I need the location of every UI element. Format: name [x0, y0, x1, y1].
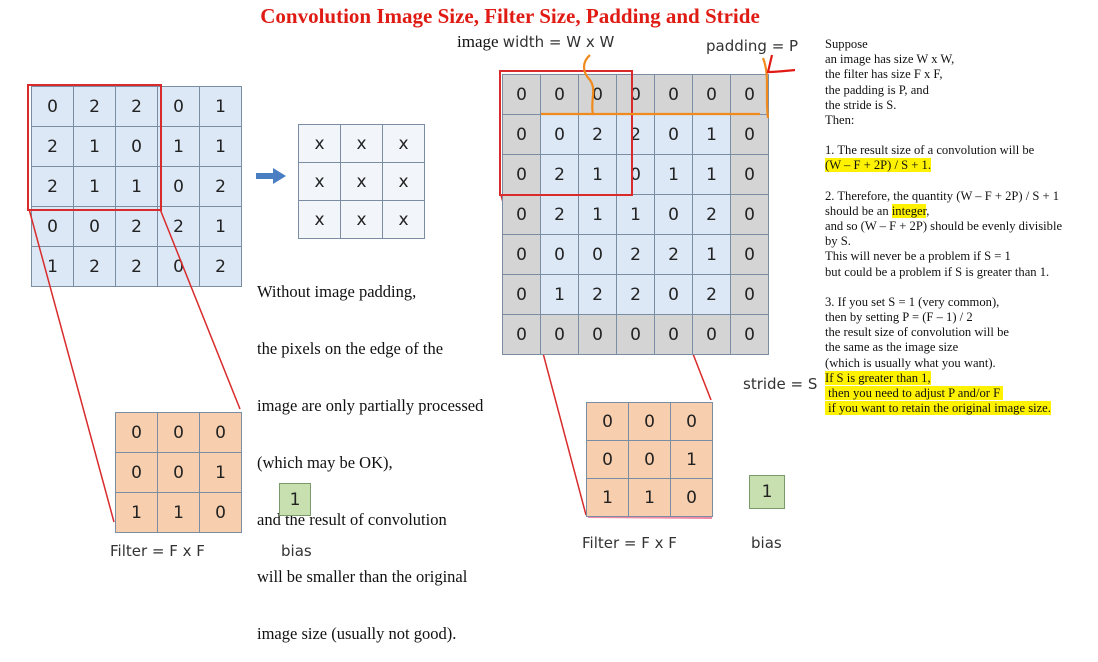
- left-filter-cell: 1: [157, 492, 200, 533]
- padded-image-cell: 0: [730, 154, 769, 195]
- left-filter-label: Filter = F x F: [110, 542, 205, 560]
- left-image-cell: 1: [31, 246, 74, 287]
- left-image-cell: 1: [73, 166, 116, 207]
- left-image-cell: 2: [115, 246, 158, 287]
- padded-image-cell: 2: [578, 274, 617, 315]
- left-image-cell: 1: [115, 166, 158, 207]
- padded-image-cell: 0: [654, 274, 693, 315]
- middle-filter-cell: 1: [628, 478, 671, 517]
- left-image-cell: 1: [199, 86, 242, 127]
- padded-image-cell: 1: [540, 274, 579, 315]
- middle-filter-cell: 0: [586, 402, 629, 441]
- left-image-cell: 0: [115, 126, 158, 167]
- output-cell: x: [340, 200, 383, 239]
- left-image-cell: 1: [157, 126, 200, 167]
- padded-image-cell: 0: [502, 314, 541, 355]
- padded-image-cell: 0: [502, 154, 541, 195]
- left-image-cell: 0: [31, 86, 74, 127]
- left-filter-cell: 0: [115, 452, 158, 493]
- orange-annotations: [541, 54, 796, 119]
- padded-image-cell: 0: [654, 314, 693, 355]
- left-image-cell: 0: [157, 166, 200, 207]
- padded-image-cell: 0: [730, 314, 769, 355]
- left-image-cell: 0: [73, 206, 116, 247]
- middle-filter-cell: 0: [628, 402, 671, 441]
- arrow-icon: [256, 168, 286, 189]
- left-bias-box: 1: [279, 483, 311, 516]
- padded-image-cell: 1: [692, 154, 731, 195]
- padded-image-cell: 0: [540, 234, 579, 275]
- padded-image-cell: 0: [502, 274, 541, 315]
- padded-image-cell: 0: [730, 74, 769, 115]
- left-filter-cell: 1: [115, 492, 158, 533]
- output-cell: x: [340, 124, 383, 163]
- middle-filter-label: Filter = F x F: [582, 534, 677, 552]
- padded-image-cell: 2: [616, 114, 655, 155]
- left-image-cell: 2: [199, 166, 242, 207]
- padded-image-cell: 1: [578, 194, 617, 235]
- padded-image-cell: 1: [654, 154, 693, 195]
- image-width-label: image width = W x W: [457, 32, 615, 51]
- left-filter-cell: 1: [199, 452, 242, 493]
- left-filter-window: [27, 84, 162, 211]
- padded-image-cell: 2: [692, 274, 731, 315]
- middle-filter-cell: 0: [670, 478, 713, 517]
- padded-image-cell: 0: [578, 314, 617, 355]
- middle-filter-cell: 1: [670, 440, 713, 479]
- left-filter-cell: 0: [199, 492, 242, 533]
- padded-image-cell: 0: [502, 74, 541, 115]
- output-cell: x: [298, 124, 341, 163]
- page-title: Convolution Image Size, Filter Size, Pad…: [260, 4, 760, 28]
- left-image-cell: 1: [73, 126, 116, 167]
- left-bias-label: bias: [281, 542, 312, 560]
- left-image-cell: 1: [199, 126, 242, 167]
- left-image-cell: 2: [199, 246, 242, 287]
- result-size-formula: (W – F + 2P) / S + 1.: [825, 158, 931, 173]
- padded-image-cell: 1: [692, 234, 731, 275]
- padded-image-cell: 2: [692, 194, 731, 235]
- explanation-text: Suppose an image has size W x W, the fil…: [825, 37, 1063, 416]
- padded-image-cell: 0: [578, 234, 617, 275]
- middle-filter-window: [499, 70, 633, 196]
- padded-image-cell: 2: [578, 114, 617, 155]
- middle-filter-cell: 0: [586, 440, 629, 479]
- left-image-cell: 2: [115, 86, 158, 127]
- middle-filter-cell: 0: [628, 440, 671, 479]
- padded-image-cell: 0: [730, 194, 769, 235]
- padded-image-cell: 0: [730, 274, 769, 315]
- padding-label: padding = P: [706, 37, 799, 55]
- padded-image-cell: 2: [654, 234, 693, 275]
- padded-image-cell: 0: [616, 74, 655, 115]
- padded-image-cell: 0: [730, 234, 769, 275]
- stride-label: stride = S: [743, 375, 818, 393]
- left-image-cell: 0: [157, 86, 200, 127]
- middle-filter-cell: 0: [670, 402, 713, 441]
- middle-filter-cell: 1: [586, 478, 629, 517]
- middle-bias-box: 1: [749, 475, 785, 509]
- left-filter-cell: 0: [115, 412, 158, 453]
- output-cell: x: [298, 200, 341, 239]
- left-image-cell: 2: [115, 206, 158, 247]
- middle-bias-label: bias: [751, 534, 782, 552]
- integer-highlight: integer: [891, 203, 927, 218]
- output-cell: x: [382, 200, 425, 239]
- left-image-cell: 0: [157, 246, 200, 287]
- padded-image-cell: 0: [692, 74, 731, 115]
